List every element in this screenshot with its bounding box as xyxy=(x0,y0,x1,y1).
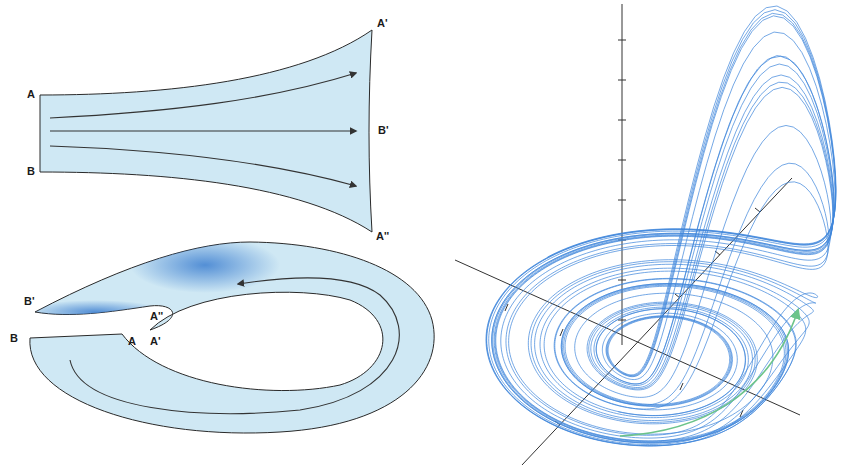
point-label: B' xyxy=(24,296,35,307)
point-label: A xyxy=(27,89,35,100)
point-label: B xyxy=(27,166,35,177)
fold-band xyxy=(25,237,434,433)
point-label: A'' xyxy=(150,311,163,322)
roessler-attractor xyxy=(486,6,836,446)
point-label: B xyxy=(10,333,18,344)
point-label: A' xyxy=(377,18,388,29)
stretch-sheet xyxy=(40,30,372,232)
point-label: A xyxy=(128,336,136,347)
point-label: A' xyxy=(150,336,161,347)
trajectory xyxy=(486,6,836,446)
point-label: A'' xyxy=(376,231,389,242)
flow-arrow xyxy=(620,310,798,436)
point-label: B' xyxy=(378,125,389,136)
